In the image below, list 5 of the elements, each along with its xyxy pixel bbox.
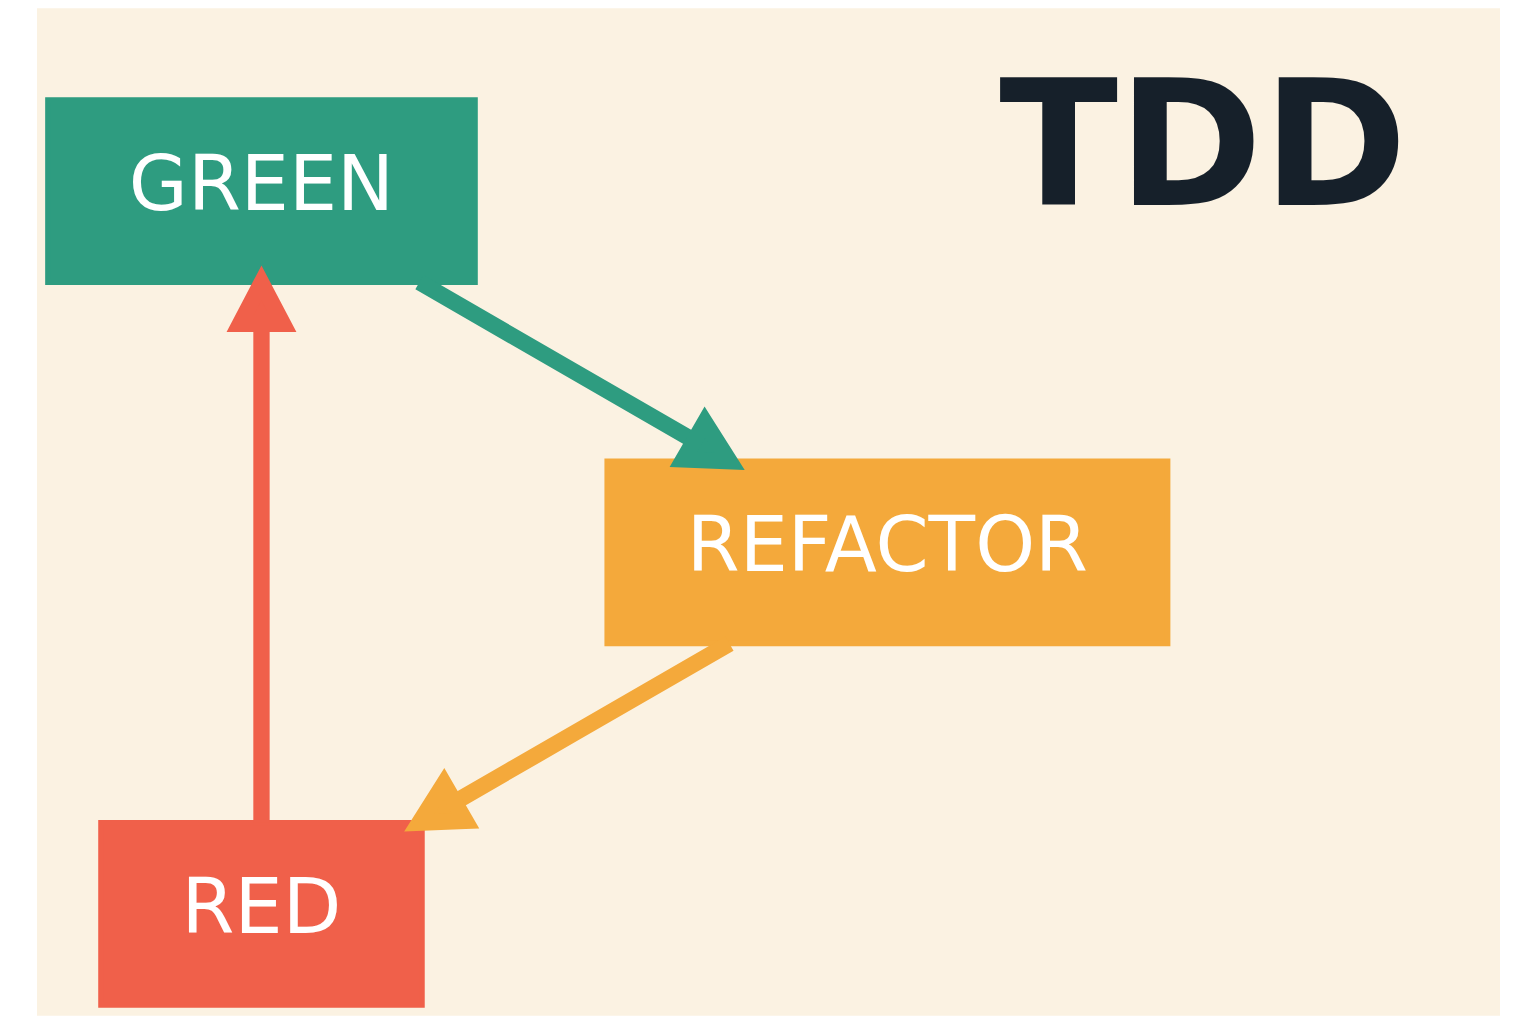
node-box: GREEN [44,97,478,285]
node-box: RED [97,819,425,1008]
label: TDD [998,42,1407,246]
node-box: REFACTOR [603,458,1170,647]
arrow [226,265,296,823]
